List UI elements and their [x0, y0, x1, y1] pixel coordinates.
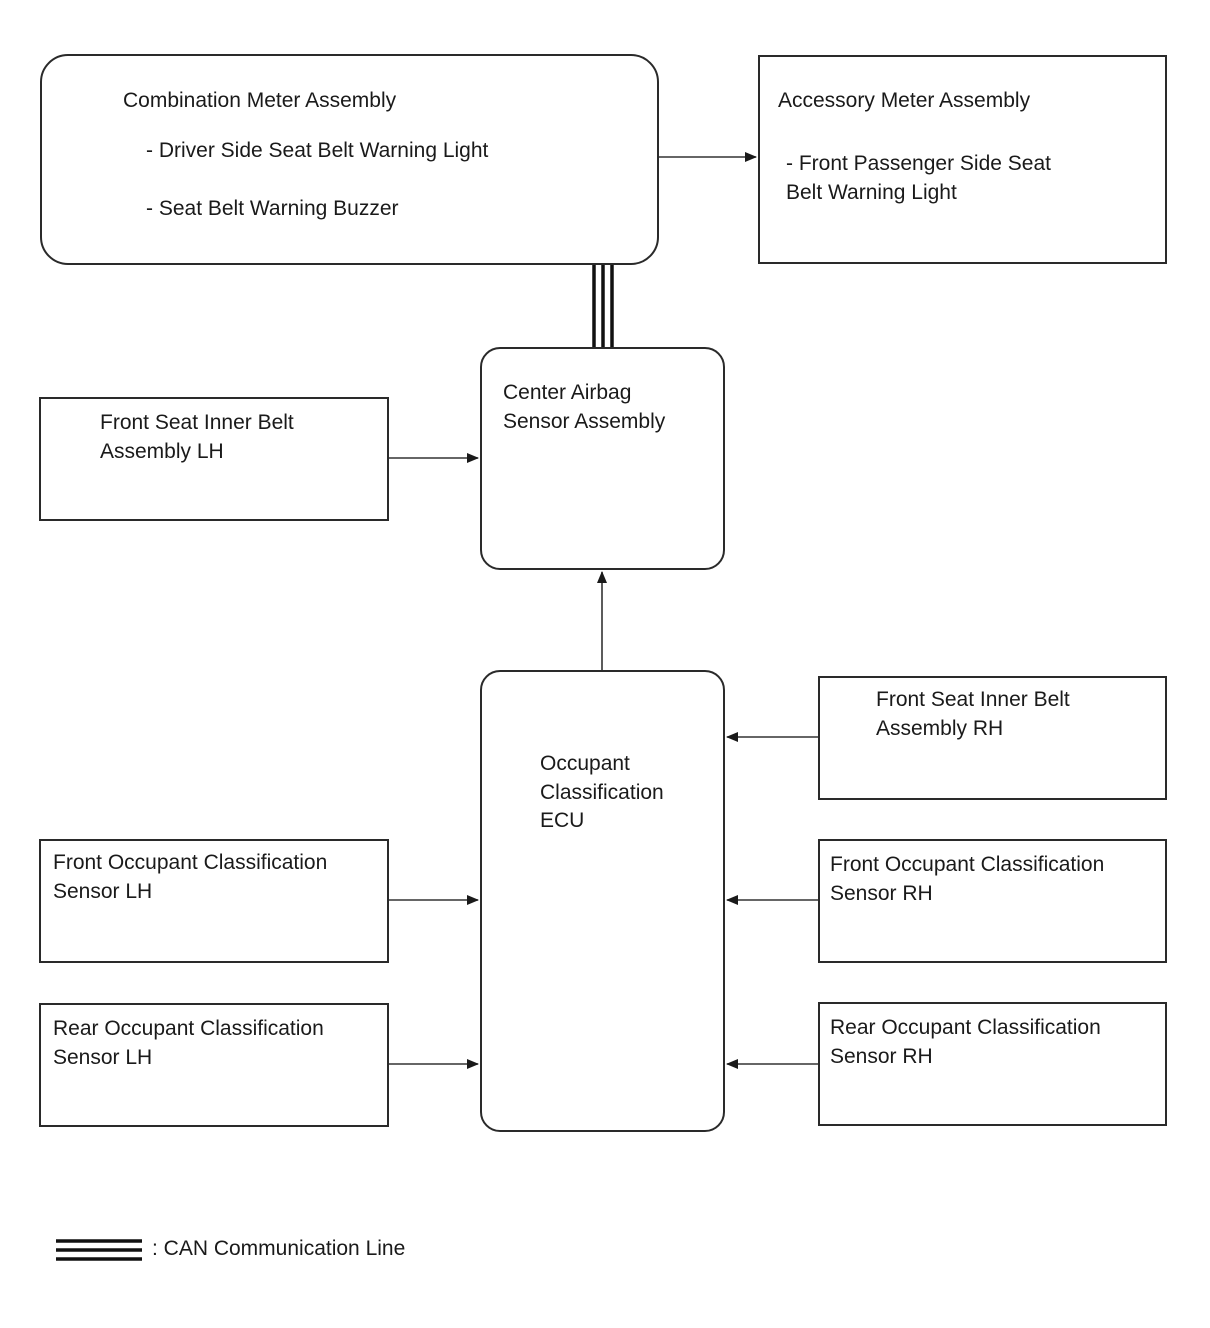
rear-sensor-lh-label-line2: Sensor LH [53, 1046, 153, 1069]
front-sensor-rh-label-line1: Front Occupant Classification [830, 853, 1105, 876]
front-sensor-lh-label-line1: Front Occupant Classification [53, 851, 328, 874]
front-belt-lh-label-line2: Assembly LH [100, 440, 224, 463]
accessory-meter-title: Accessory Meter Assembly [778, 89, 1031, 112]
ecu-label-line1: Occupant [540, 752, 630, 775]
combination-meter-box: Combination Meter Assembly - Driver Side… [40, 54, 659, 265]
rear-sensor-lh-box: Rear Occupant Classification Sensor LH [39, 1003, 389, 1127]
rear-sensor-rh-label-line1: Rear Occupant Classification [830, 1016, 1101, 1039]
passenger-seat-belt-warning-light-line2: Belt Warning Light [786, 181, 957, 204]
accessory-meter-box: Accessory Meter Assembly - Front Passeng… [758, 55, 1167, 264]
rear-sensor-rh-label-line2: Sensor RH [830, 1045, 933, 1068]
legend-can-communication-line-label: : CAN Communication Line [152, 1237, 406, 1260]
front-sensor-rh-label-line2: Sensor RH [830, 882, 933, 905]
front-belt-rh-label-line2: Assembly RH [876, 717, 1004, 740]
front-sensor-rh-box: Front Occupant Classification Sensor RH [818, 839, 1167, 963]
front-belt-lh-label-line1: Front Seat Inner Belt [100, 411, 294, 434]
driver-seat-belt-warning-light-label: - Driver Side Seat Belt Warning Light [146, 139, 489, 162]
can-line-combination-to-airbag [592, 264, 614, 348]
occupant-classification-ecu-box: Occupant Classification ECU [480, 670, 725, 1132]
combination-meter-title: Combination Meter Assembly [123, 89, 397, 112]
passenger-seat-belt-warning-light-line1: - Front Passenger Side Seat [786, 152, 1051, 175]
rear-sensor-rh-box: Rear Occupant Classification Sensor RH [818, 1002, 1167, 1126]
center-airbag-label-line2: Sensor Assembly [503, 410, 666, 433]
front-sensor-lh-box: Front Occupant Classification Sensor LH [39, 839, 389, 963]
legend-can-line-sample [56, 1239, 142, 1261]
front-sensor-lh-label-line2: Sensor LH [53, 880, 153, 903]
center-airbag-sensor-box: Center Airbag Sensor Assembly [480, 347, 725, 570]
ecu-label-line3: ECU [540, 809, 585, 832]
rear-sensor-lh-label-line1: Rear Occupant Classification [53, 1017, 324, 1040]
front-belt-rh-label-line1: Front Seat Inner Belt [876, 688, 1070, 711]
seat-belt-warning-buzzer-label: - Seat Belt Warning Buzzer [146, 197, 399, 220]
center-airbag-label-line1: Center Airbag [503, 381, 632, 404]
front-belt-lh-box: Front Seat Inner Belt Assembly LH [39, 397, 389, 521]
front-belt-rh-box: Front Seat Inner Belt Assembly RH [818, 676, 1167, 800]
ecu-label-line2: Classification [540, 781, 664, 804]
